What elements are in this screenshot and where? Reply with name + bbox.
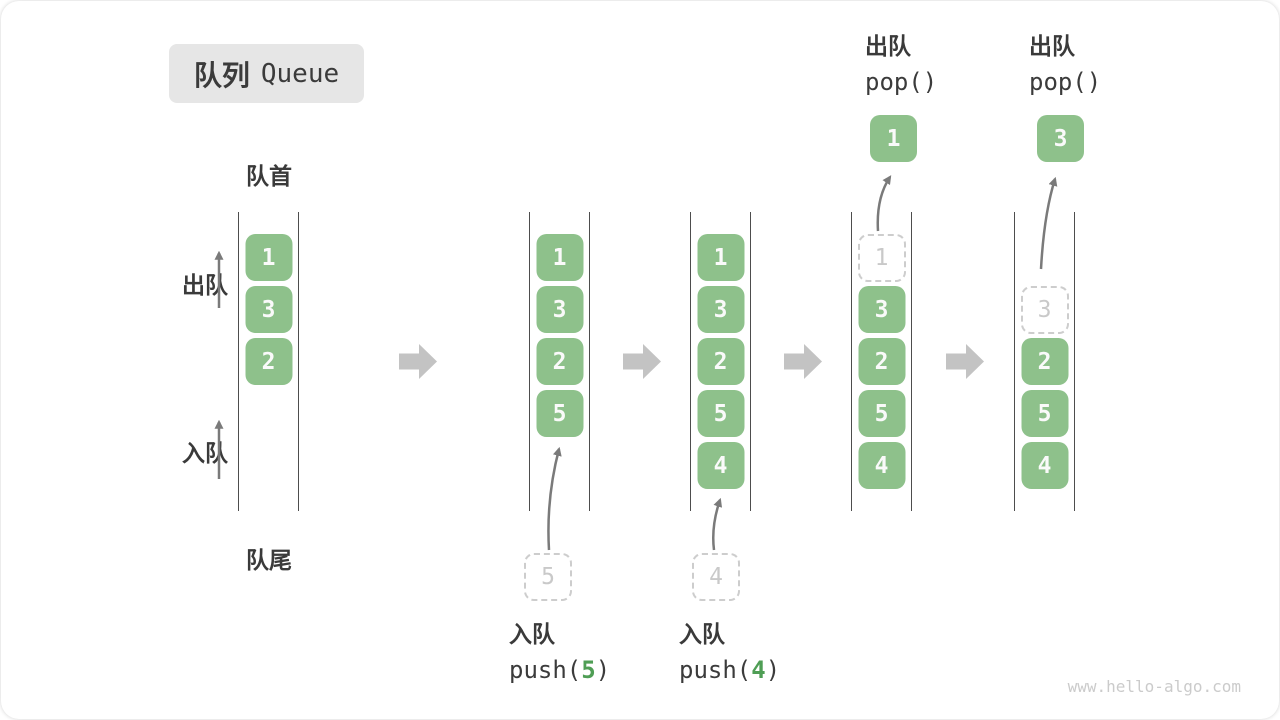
queue-cell: 3 bbox=[245, 286, 292, 333]
queue-stage-5: 3 2 5 4 bbox=[1014, 212, 1075, 511]
pop3-annotation: 出队 pop() bbox=[1029, 28, 1101, 99]
queue-cell: 1 bbox=[536, 234, 583, 281]
popped-cell: 1 bbox=[870, 115, 917, 162]
queue-cell: 2 bbox=[697, 338, 744, 385]
queue-cell: 3 bbox=[858, 286, 905, 333]
push4-op-label: 入队 bbox=[679, 621, 725, 647]
queue-cell: 1 bbox=[245, 234, 292, 281]
queue-cell: 2 bbox=[858, 338, 905, 385]
queue-cell-ghost: 3 bbox=[1020, 286, 1069, 334]
watermark: www.hello-algo.com bbox=[1067, 677, 1241, 696]
pop3-code: pop() bbox=[1029, 68, 1102, 96]
right-block-arrow-icon bbox=[399, 344, 437, 379]
queue-stage-1: 1 3 2 bbox=[238, 212, 299, 511]
queue-cell: 3 bbox=[536, 286, 583, 333]
queue-cell: 5 bbox=[1021, 390, 1068, 437]
queue-cell: 1 bbox=[697, 234, 744, 281]
push4-annotation: 入队 push(4) bbox=[679, 616, 780, 687]
push5-annotation: 入队 push(5) bbox=[509, 616, 610, 687]
right-block-arrow-icon bbox=[946, 344, 984, 379]
queue-stage-3: 1 3 2 5 4 bbox=[690, 212, 751, 511]
queue-stage-2: 1 3 2 5 bbox=[529, 212, 590, 511]
queue-cell: 3 bbox=[697, 286, 744, 333]
title-badge: 队列 Queue bbox=[169, 44, 364, 103]
enqueue-label: 入队 bbox=[182, 440, 228, 466]
queue-cell: 2 bbox=[1021, 338, 1068, 385]
pop3-op-label: 出队 bbox=[1029, 33, 1075, 59]
queue-cell: 2 bbox=[245, 338, 292, 385]
push4-code: push(4) bbox=[679, 656, 781, 684]
queue-cell: 2 bbox=[536, 338, 583, 385]
queue-cell-ghost: 1 bbox=[857, 234, 906, 282]
popped-cell: 3 bbox=[1037, 115, 1084, 162]
queue-cell: 4 bbox=[697, 442, 744, 489]
incoming-cell-ghost: 4 bbox=[692, 553, 740, 601]
incoming-cell-ghost: 5 bbox=[524, 553, 572, 601]
queue-front-label: 队首 bbox=[246, 163, 292, 189]
push5-code: push(5) bbox=[509, 656, 611, 684]
title-en: Queue bbox=[260, 58, 340, 89]
queue-cell: 5 bbox=[697, 390, 744, 437]
title-zh: 队列 bbox=[193, 59, 250, 91]
queue-rear-label: 队尾 bbox=[246, 547, 292, 573]
right-block-arrow-icon bbox=[784, 344, 822, 379]
queue-cell: 5 bbox=[858, 390, 905, 437]
pop1-code: pop() bbox=[865, 68, 938, 96]
pop1-annotation: 出队 pop() bbox=[865, 28, 937, 99]
queue-cell: 5 bbox=[536, 390, 583, 437]
queue-stage-4: 1 3 2 5 4 bbox=[851, 212, 912, 511]
dequeue-label: 出队 bbox=[182, 272, 228, 298]
queue-cell: 4 bbox=[1021, 442, 1068, 489]
push5-op-label: 入队 bbox=[509, 621, 555, 647]
right-block-arrow-icon bbox=[623, 344, 661, 379]
queue-cell: 4 bbox=[858, 442, 905, 489]
pop1-op-label: 出队 bbox=[865, 33, 911, 59]
